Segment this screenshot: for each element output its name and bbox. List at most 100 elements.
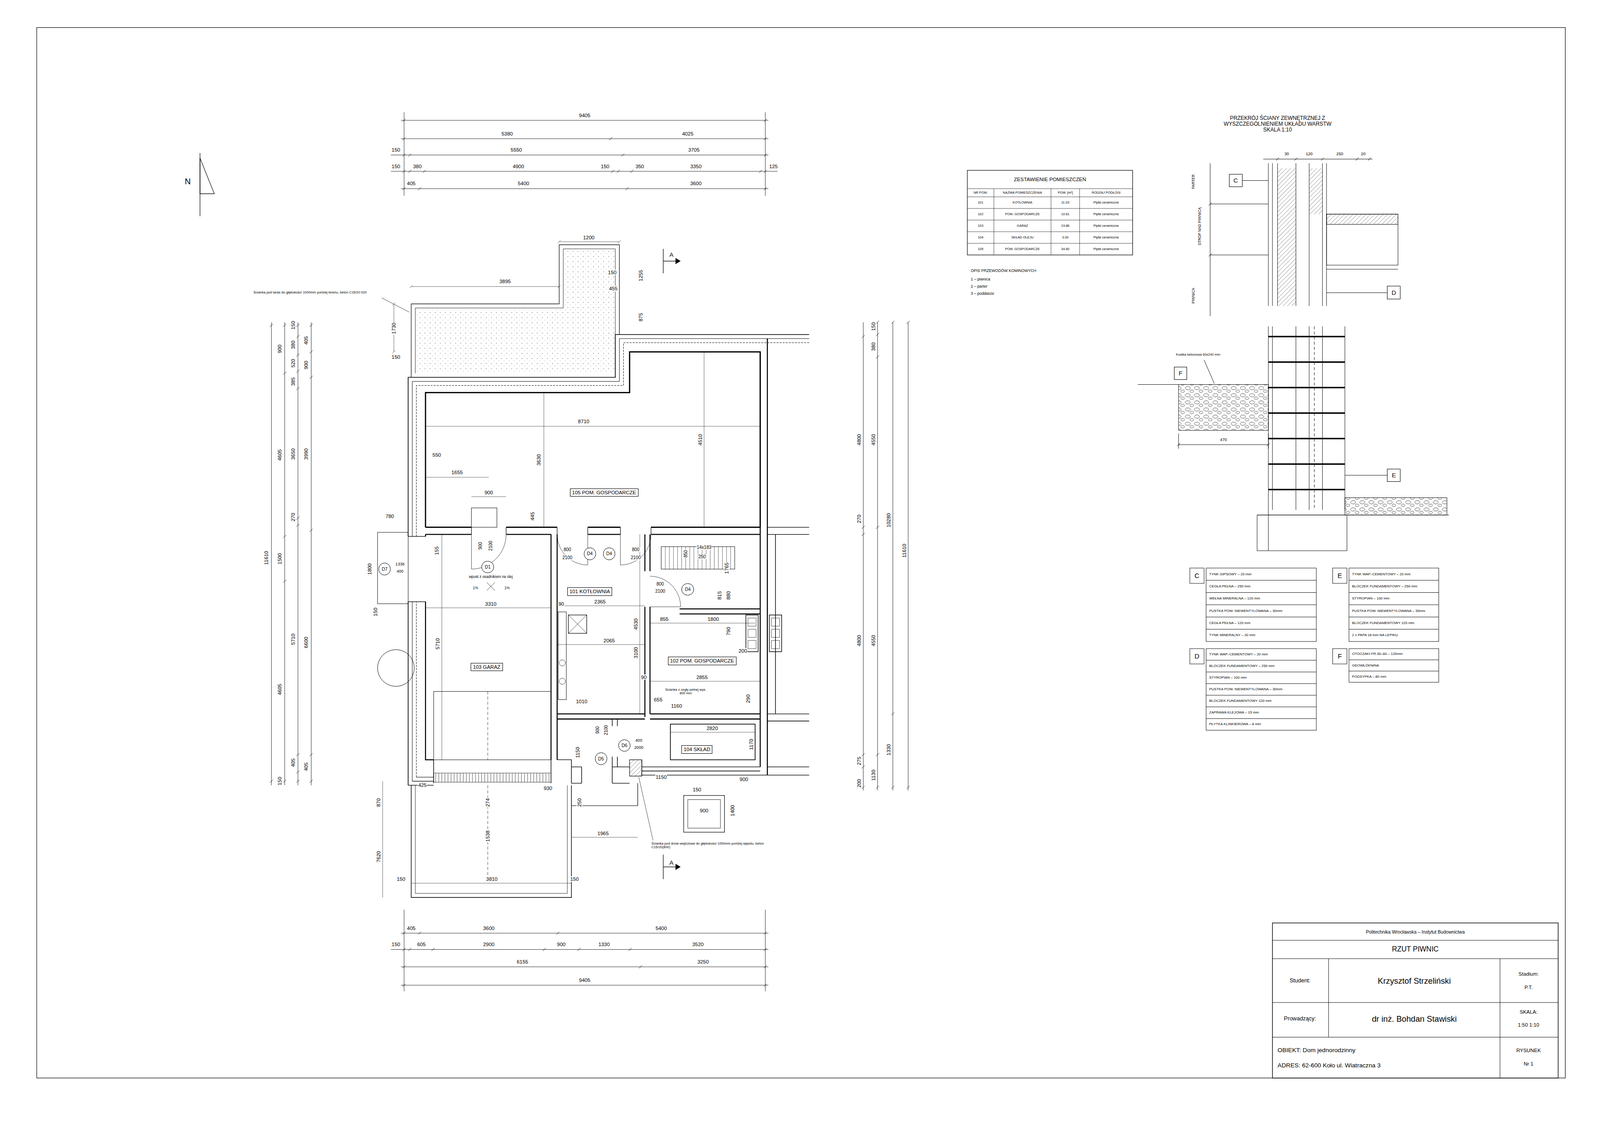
plan-label: 850 xyxy=(683,549,689,559)
plan-label: 1765 xyxy=(723,561,730,575)
dimension-label: 3350 xyxy=(689,163,703,170)
plan-label: 800 xyxy=(563,547,572,553)
plan-label: 445 xyxy=(529,511,536,521)
plan-label: A xyxy=(668,859,674,867)
shape-text: D4 xyxy=(606,551,613,557)
dimension-label: 4025 xyxy=(681,130,694,137)
plan-label: 2100 xyxy=(561,555,573,561)
cell-text: BLOCZEK FUNDAMENTOWY – 250 mm xyxy=(1209,664,1275,669)
plan-label: 655 xyxy=(653,697,663,703)
dimension-label: 3520 xyxy=(691,941,704,948)
dimension-label: 1130 xyxy=(870,769,877,782)
cell-text: Politechnika Wrocławska – Instytut Budow… xyxy=(1365,929,1465,935)
dimension-label: 125 xyxy=(768,163,779,170)
cell-text: ADRES: 62-600 Koło ul. Wiatraczna 3 xyxy=(1277,1062,1381,1070)
dimension-label: 405 xyxy=(406,180,417,187)
dimension-label: 6155 xyxy=(516,959,529,966)
plan-label: 4510 xyxy=(697,433,703,446)
dimension-label: 3990 xyxy=(303,447,310,460)
section-label: STROP NAD PIWNICĄ xyxy=(1197,207,1202,247)
shape-text: D xyxy=(1391,289,1396,297)
shape-text: E xyxy=(1391,472,1396,479)
plan-label: 2100 xyxy=(603,724,609,736)
table-cell: 3.00 xyxy=(1061,235,1069,240)
dimension-label: 4900 xyxy=(512,163,525,170)
plan-label: 3630 xyxy=(536,454,542,467)
plan-label: Ścianka pod drzwi wejściowe do głębokośc… xyxy=(651,842,780,850)
cell-text: E xyxy=(1337,572,1342,580)
plan-label: 155 xyxy=(434,546,440,556)
plan-label: N xyxy=(184,177,192,187)
section-marker: F xyxy=(1174,366,1188,381)
cell-text: dr inż. Bohdan Stawiski xyxy=(1371,1014,1457,1024)
dimension-label: 3650 xyxy=(289,447,296,460)
note-text: 1 – piwnica xyxy=(970,277,991,282)
plan-label: 815 xyxy=(716,591,723,601)
table-cell: 105 xyxy=(977,247,984,252)
door-marker: D6 xyxy=(618,739,631,752)
dimension-label: 3600 xyxy=(689,180,703,187)
dimension-label: 275 xyxy=(856,756,863,766)
shape-text: D6 xyxy=(621,743,628,749)
section-marker: C xyxy=(1229,174,1243,188)
dimension-label: 10280 xyxy=(885,512,892,528)
cell-text: CEGŁA PEŁNA – 250 mm xyxy=(1209,584,1251,589)
plan-label: 5710 xyxy=(434,637,441,650)
plan-label: Ścianka pod taras do głębokości 1000mm p… xyxy=(253,290,382,295)
dimension-label: 4800 xyxy=(856,433,863,446)
plan-label: 780 xyxy=(385,513,395,520)
dimension-label: 405 xyxy=(303,762,310,772)
plan-label: 274 xyxy=(485,798,491,808)
section-label: Kostka betonowa 60x240 mm xyxy=(1175,353,1221,357)
cell-text: STYROPIAN – 100 mm xyxy=(1352,596,1390,601)
plan-label: 1730 xyxy=(391,322,397,335)
table-cell: 34.60 xyxy=(1060,247,1070,252)
plan-label: 455 xyxy=(608,285,618,292)
cell-text: PUSTKA POW. NIEWENTYLOWANA – 30mm xyxy=(1352,608,1426,613)
cell-text: ZESTAWIENIE POMIESZCZEŃ xyxy=(1013,176,1086,183)
dimension-label: 900 xyxy=(303,360,310,371)
plan-label: 900 xyxy=(478,541,484,550)
shape-text: D1 xyxy=(485,564,491,570)
door-marker: D7 xyxy=(378,562,391,575)
table-cell: POM. GOSPODARCZE xyxy=(1004,247,1040,252)
plan-label: 1655 xyxy=(451,469,464,476)
plan-label: 250 xyxy=(697,554,707,560)
plan-label: 7620 xyxy=(375,850,382,863)
plan-label: 1160 xyxy=(670,702,683,709)
door-marker: D4 xyxy=(603,547,616,560)
room-label-box: 105 POM. GOSPODARCZE xyxy=(570,488,639,498)
cell-text: Student: xyxy=(1289,978,1311,985)
dimension-label: 405 xyxy=(289,758,296,768)
dimension-label: 11610 xyxy=(263,550,270,566)
section-label: 120 xyxy=(1305,151,1313,157)
plan-label: 2065 xyxy=(603,637,616,644)
cell-text: GEOWŁÓKNINA xyxy=(1352,663,1379,668)
cell-text: PODSYPKA – 80 mm xyxy=(1352,674,1387,679)
cell-text: TYNK MINERALNY – 20 mm xyxy=(1209,633,1256,638)
plan-label: Ścianka z cegły pełnej wys. 800 mm xyxy=(662,687,709,696)
table-cell: Płytki ceramiczne xyxy=(1093,224,1120,228)
plan-label: 790 xyxy=(725,626,732,637)
section-label: 20 xyxy=(1360,151,1366,157)
cell-text: C xyxy=(1194,572,1200,580)
dimension-label: 150 xyxy=(391,163,401,170)
cell-text: TYNK GIPSOWY – 20 mm xyxy=(1209,572,1252,577)
plan-label: 880 xyxy=(725,591,732,601)
plan-label: 4530 xyxy=(633,618,639,631)
plan-label: 2100 xyxy=(488,540,494,552)
plan-label: 870 xyxy=(375,798,382,808)
plan-label: 150 xyxy=(569,876,579,883)
title-block: Politechnika Wrocławska – Instytut Budow… xyxy=(1272,923,1559,1079)
plan-label: 425 xyxy=(417,782,428,789)
cell-text: SKALA: xyxy=(1519,1008,1538,1015)
plan-label: 900 xyxy=(699,808,709,814)
section-label: PARTER xyxy=(1191,174,1196,190)
dimension-label: 4605 xyxy=(276,683,283,696)
cell-text: 1:50 1:10 xyxy=(1518,1022,1540,1029)
dimension-label: 380 xyxy=(412,163,422,170)
cell-text: BLOCZEK FUNDAMENTOWY 120 mm xyxy=(1352,621,1415,626)
dimension-label: 3250 xyxy=(697,959,710,966)
table-title: ZESTAWIENIE POMIESZCZEŃ xyxy=(967,170,1133,189)
